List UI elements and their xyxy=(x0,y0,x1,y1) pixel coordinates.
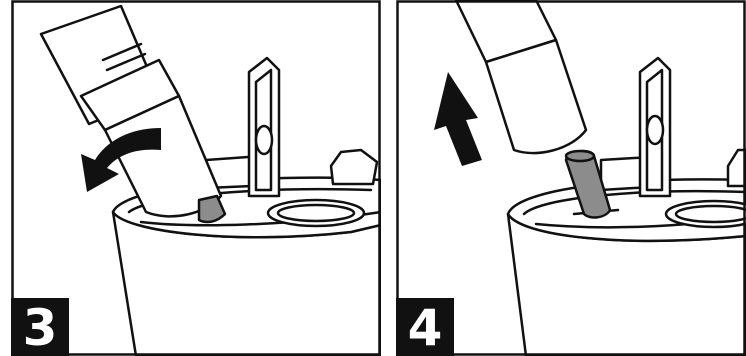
latch-hole xyxy=(256,126,272,154)
step-4-badge: 4 xyxy=(396,298,454,356)
wand-lower xyxy=(486,40,586,153)
step-4-panel: 4 xyxy=(396,0,746,356)
step-3-panel: 3 xyxy=(11,0,381,356)
up-arrow-icon xyxy=(434,72,482,166)
lid-tab-right xyxy=(331,150,377,184)
step-3-badge: 3 xyxy=(11,298,69,356)
oval-slot xyxy=(666,201,746,227)
latch-hole xyxy=(647,116,663,144)
